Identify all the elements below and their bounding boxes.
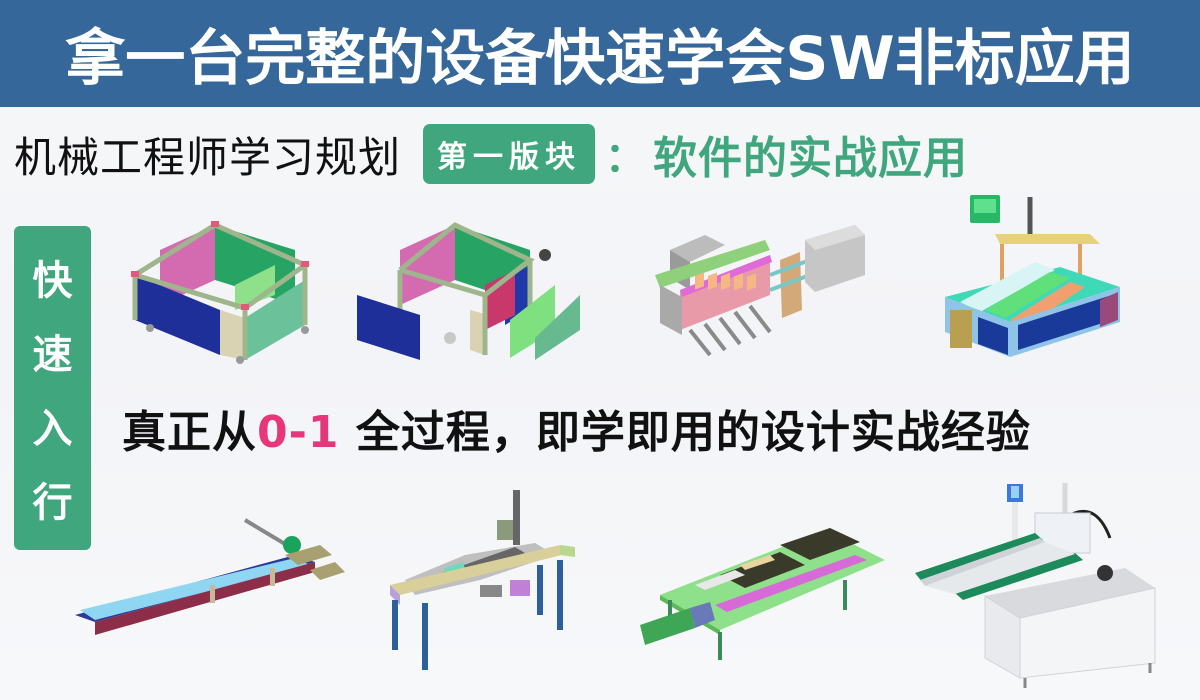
slogan-highlight: 0-1: [257, 407, 340, 458]
section-badge: 第一版块: [423, 124, 596, 184]
workstation-hmi-illustration: [940, 192, 1125, 367]
page-title: 拿一台完整的设备快速学会SW非标应用: [65, 24, 1135, 94]
section-title: 软件的实战应用: [653, 133, 969, 184]
belt-conveyor-illustration: [70, 510, 345, 640]
tray-fixture-table-illustration: [635, 520, 890, 660]
side-tag-char: 快: [32, 258, 73, 304]
slogan-suffix: 全过程，即学即用的设计实战经验: [339, 407, 1031, 458]
colon-separator: ：: [605, 135, 646, 181]
slogan: 真正从0-1 全过程，即学即用的设计实战经验: [122, 396, 1031, 460]
side-tag-char: 速: [32, 332, 73, 378]
plan-label: 机械工程师学习规划: [14, 132, 402, 182]
title-banner: 拿一台完整的设备快速学会SW非标应用: [0, 0, 1200, 107]
machine-frame-assembled-illustration: [130, 210, 310, 365]
side-tag-quick-start: 快 速 入 行: [14, 226, 91, 550]
subheader: 机械工程师学习规划 第一版块 ： 软件的实战应用: [14, 124, 968, 184]
machine-frame-exploded-illustration: [355, 210, 585, 365]
side-tag-char: 行: [32, 480, 73, 526]
dual-conveyor-machine-illustration: [915, 478, 1190, 693]
side-tag-char: 入: [32, 406, 73, 452]
cylinder-clamp-illustration: [650, 220, 870, 370]
slogan-prefix: 真正从: [122, 407, 257, 458]
gantry-pick-place-illustration: [385, 485, 585, 675]
